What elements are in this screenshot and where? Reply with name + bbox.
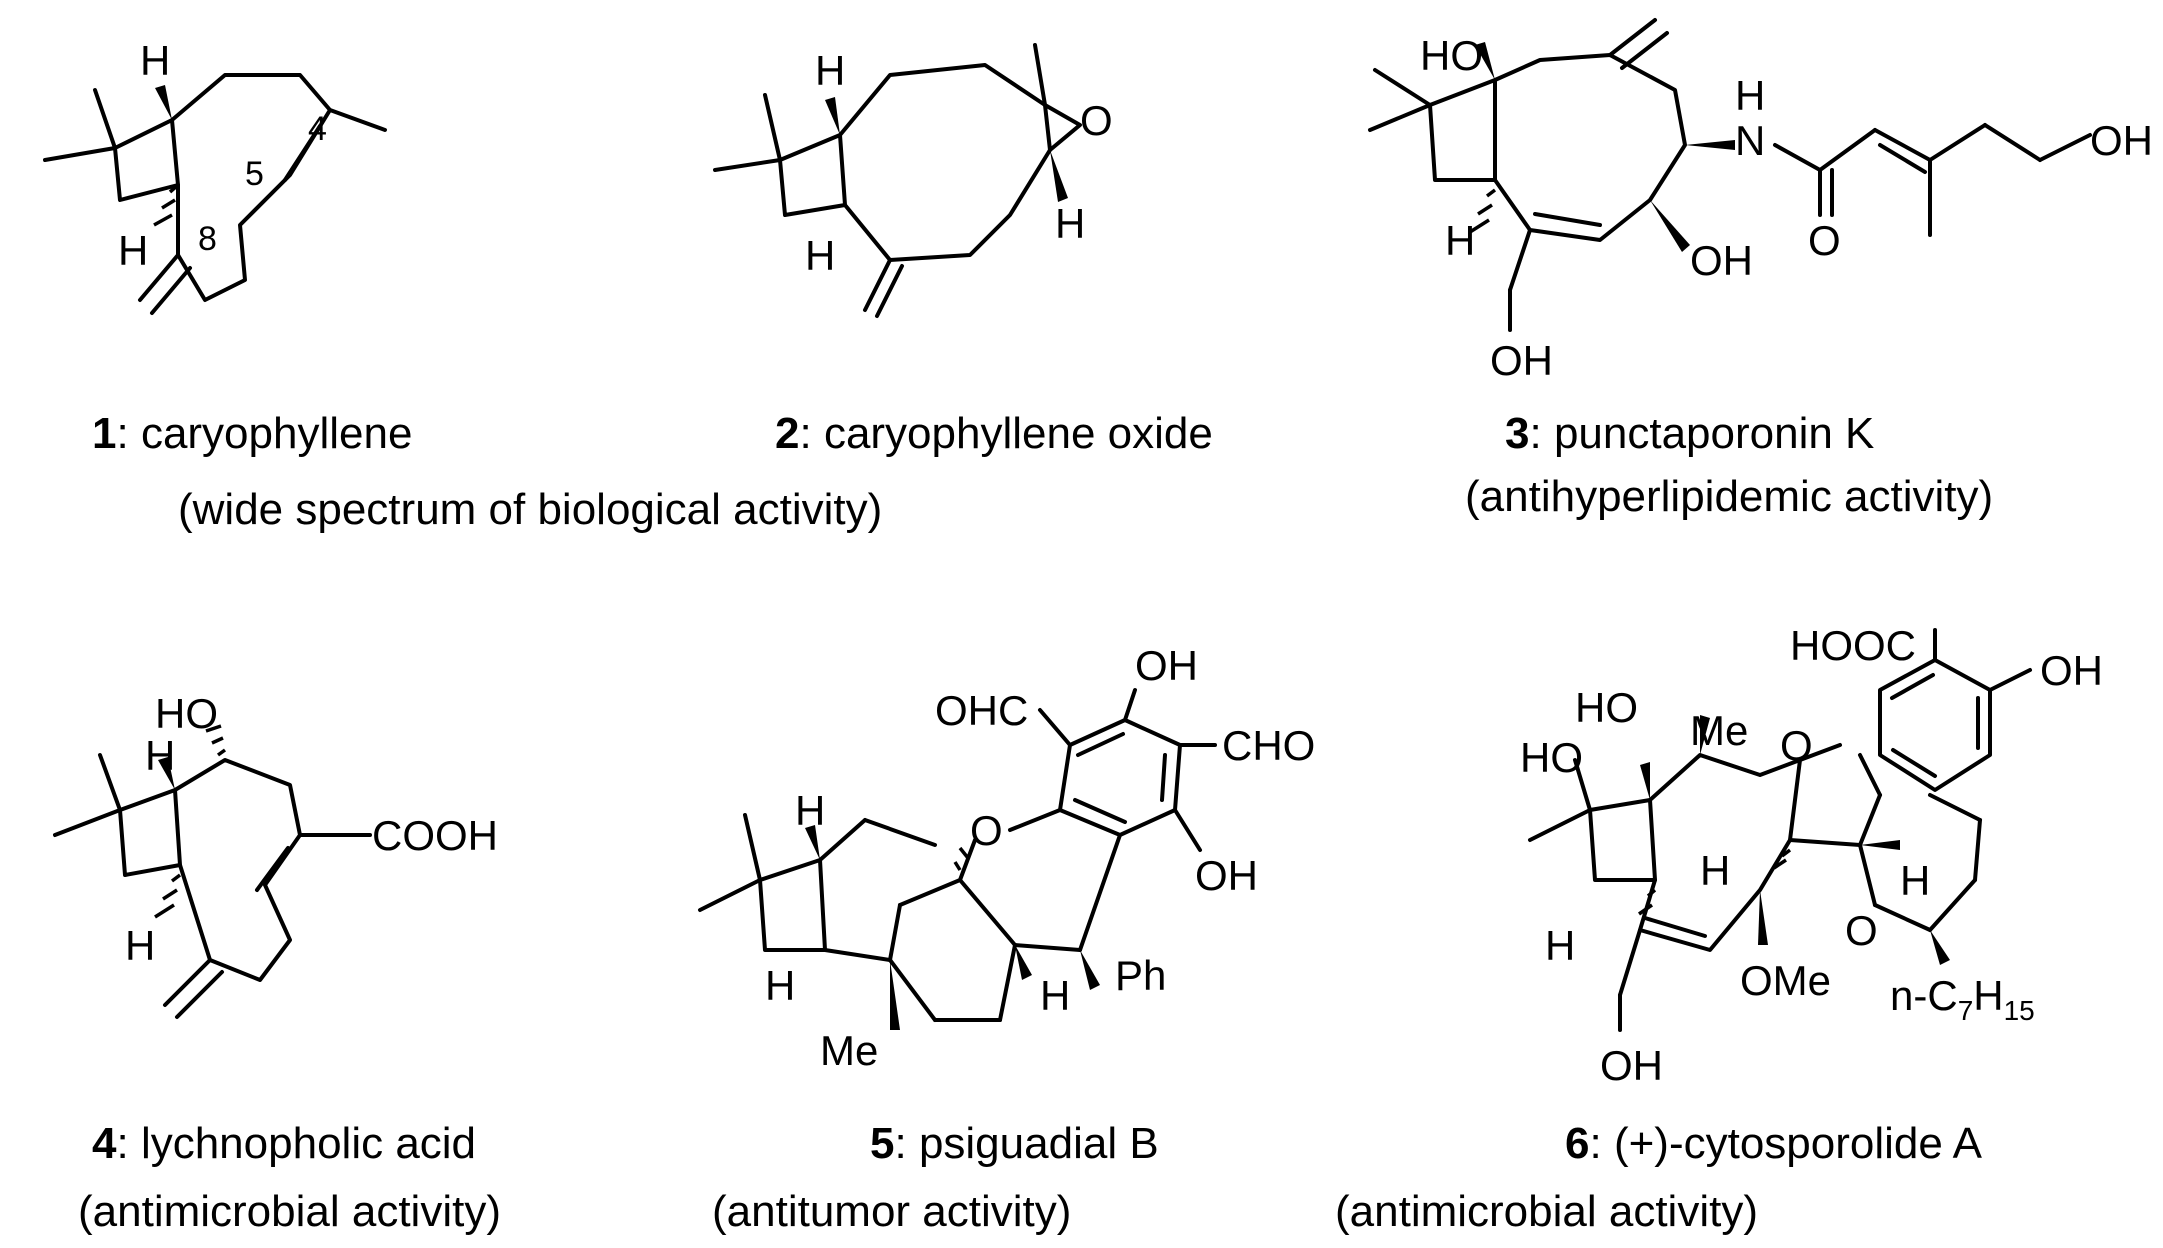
atom-H: H	[1735, 72, 1765, 119]
atom-Me: Me	[820, 1027, 878, 1074]
structure-4: HO H H COOH	[53, 690, 498, 1019]
atom-H: H	[1055, 200, 1085, 247]
atom-H: H	[118, 227, 148, 274]
atom-O: O	[1780, 722, 1813, 769]
atom-number-4: 4	[308, 110, 327, 148]
atom-OH: OH	[2090, 117, 2153, 164]
atom-H: H	[1700, 847, 1730, 894]
structure-5: H H Me O H Ph OHC OH CHO OH	[698, 642, 1315, 1074]
atom-Me: Me	[1690, 707, 1748, 754]
caption-compound-3: 3: punctaporonin K	[1505, 409, 1875, 458]
atom-H: H	[140, 37, 170, 84]
cyclobutane-ring	[113, 118, 180, 202]
atom-H: H	[765, 962, 795, 1009]
atom-H: H	[815, 47, 845, 94]
atom-OH: OH	[1195, 852, 1258, 899]
atom-OH: OH	[1135, 642, 1198, 689]
atom-number-8: 8	[198, 220, 217, 258]
atom-H: H	[795, 787, 825, 834]
atom-n-heptyl: n-C7H15	[1890, 972, 2035, 1026]
atom-O: O	[1808, 217, 1841, 264]
atom-O: O	[1080, 97, 1113, 144]
atom-number-5: 5	[245, 155, 264, 193]
activity-compound-3: (antihyperlipidemic activity)	[1465, 472, 1994, 521]
caption-compound-2: 2: caryophyllene oxide	[775, 409, 1213, 458]
activity-compound-4: (antimicrobial activity)	[78, 1187, 501, 1236]
atom-OH: OH	[1600, 1042, 1663, 1089]
structure-2: H H H O	[713, 43, 1113, 318]
atom-OHC: OHC	[935, 687, 1028, 734]
atom-H: H	[145, 732, 175, 779]
atom-Ph: Ph	[1115, 952, 1166, 999]
caption-compound-4: 4: lychnopholic acid	[92, 1119, 477, 1168]
atom-H: H	[1545, 922, 1575, 969]
structure-6: HO HO Me O H H O H OMe OH HOOC OH n-C7H1…	[1520, 622, 2103, 1089]
caption-compound-6: 6: (+)-cytosporolide A	[1565, 1119, 1982, 1168]
atom-COOH: COOH	[372, 812, 498, 859]
atom-H: H	[1900, 857, 1930, 904]
atom-OH: OH	[1490, 337, 1553, 384]
atom-OMe: OMe	[1740, 957, 1831, 1004]
atom-HO: HO	[1520, 734, 1583, 781]
atom-HO: HO	[155, 690, 218, 737]
atom-H: H	[125, 922, 155, 969]
structure-3: HO H N O OH H OH OH	[1368, 18, 2153, 384]
atom-H: H	[1445, 217, 1475, 264]
atom-CHO: CHO	[1222, 722, 1315, 769]
atom-H: H	[805, 232, 835, 279]
atom-OH: OH	[2040, 647, 2103, 694]
atom-N: N	[1735, 117, 1765, 164]
structure-1: H H 4 5 8	[43, 37, 387, 315]
activity-compound-6: (antimicrobial activity)	[1335, 1187, 1758, 1236]
atom-OH: OH	[1690, 237, 1753, 284]
atom-HOOC: HOOC	[1790, 622, 1916, 669]
atom-HO: HO	[1420, 32, 1483, 79]
activity-compound-5: (antitumor activity)	[712, 1187, 1072, 1236]
caption-compound-1: 1: caryophyllene	[92, 409, 413, 458]
atom-O: O	[1845, 907, 1878, 954]
atom-H: H	[1040, 972, 1070, 1019]
atom-HO: HO	[1575, 684, 1638, 731]
activity-compound-1: (wide spectrum of biological activity)	[178, 485, 883, 534]
atom-O: O	[970, 807, 1003, 854]
caption-compound-5: 5: psiguadial B	[870, 1119, 1159, 1168]
